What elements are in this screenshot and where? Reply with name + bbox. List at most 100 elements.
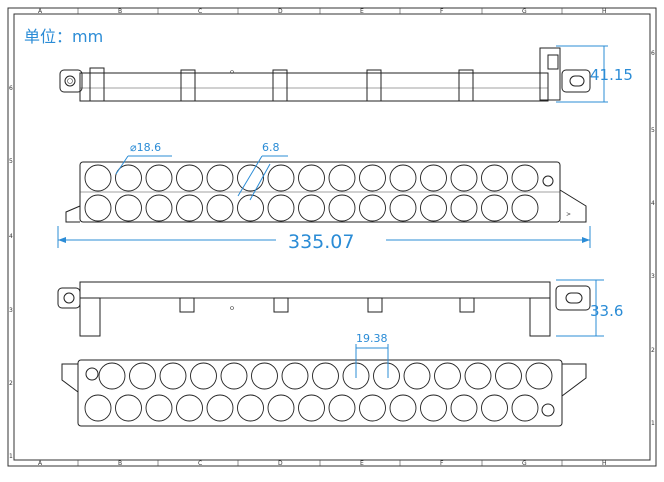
hole <box>84 394 112 422</box>
col-label: D <box>278 460 283 467</box>
row-label: 3 <box>651 273 655 280</box>
dim-label: 33.6 <box>590 302 623 320</box>
row-label: 4 <box>651 200 655 207</box>
col-label: B <box>118 460 122 467</box>
hole <box>176 194 203 222</box>
hole <box>237 164 264 192</box>
col-label: G <box>522 460 527 467</box>
dimension-41-15: 41.15 <box>556 45 633 103</box>
row-label: 3 <box>9 307 13 314</box>
row-label: 1 <box>651 420 655 427</box>
row-labels-right: 6 5 4 3 2 1 <box>651 50 655 427</box>
hole <box>237 194 264 222</box>
hole <box>389 194 417 222</box>
hole <box>145 394 173 422</box>
col-label: H <box>602 8 607 15</box>
row-label: 5 <box>651 127 655 134</box>
hole <box>495 362 522 390</box>
hole <box>389 394 417 422</box>
hole <box>328 194 356 222</box>
unit-label: 单位：mm <box>24 27 103 46</box>
hole <box>159 362 187 390</box>
col-label: C <box>198 8 202 15</box>
plan-hole-grid <box>84 164 539 222</box>
svg-text:>: > <box>566 211 571 218</box>
col-label: E <box>360 8 364 15</box>
dim-label: ⌀18.6 <box>130 141 161 154</box>
row-labels-left: 6 5 4 3 2 1 <box>9 85 13 460</box>
col-label: G <box>522 8 527 15</box>
view-bottom-holes <box>61 359 587 427</box>
hole <box>434 362 461 390</box>
column-dividers <box>77 8 563 466</box>
hole <box>359 194 386 222</box>
dim-label: 41.15 <box>590 66 633 84</box>
row-label: 4 <box>9 233 13 240</box>
dimension-19-38: 19.38 <box>355 332 389 378</box>
col-label: F <box>440 8 444 15</box>
hole <box>312 362 339 390</box>
hole <box>206 394 234 422</box>
dim-label: 19.38 <box>356 332 388 345</box>
col-label: A <box>38 460 43 467</box>
row-label: 6 <box>651 50 655 57</box>
hole <box>450 164 478 192</box>
view-bottom-side <box>57 281 591 337</box>
hole <box>298 194 325 222</box>
hole <box>298 164 325 192</box>
hole <box>373 362 400 390</box>
hole <box>145 164 173 192</box>
col-label: E <box>360 460 364 467</box>
column-labels-top: A B C D E F G H <box>38 8 607 15</box>
row-label: 2 <box>9 380 13 387</box>
hole <box>525 362 553 390</box>
hole <box>450 194 478 222</box>
dimension-33-6: 33.6 <box>556 279 623 337</box>
hole <box>511 194 539 222</box>
col-label: B <box>118 8 122 15</box>
hole <box>481 164 508 192</box>
hole <box>511 164 539 192</box>
hole <box>450 394 478 422</box>
col-label: C <box>198 460 202 467</box>
col-label: A <box>38 8 43 15</box>
hole <box>481 194 508 222</box>
hole <box>298 394 325 422</box>
hole <box>206 164 234 192</box>
row-label: 5 <box>9 158 13 165</box>
view-top-side <box>59 47 591 102</box>
hole <box>511 394 539 422</box>
hole <box>359 164 386 192</box>
dimension-6-8: 6.8 <box>237 141 288 201</box>
row-label: 2 <box>651 347 655 354</box>
hole <box>145 194 173 222</box>
col-label: H <box>602 460 607 467</box>
hole <box>176 164 203 192</box>
dimension-18-6: ⌀18.6 <box>115 141 172 175</box>
hole <box>267 194 295 222</box>
col-label: F <box>440 460 444 467</box>
hole <box>206 194 234 222</box>
hole <box>251 362 278 390</box>
hole <box>328 394 356 422</box>
hole <box>190 362 217 390</box>
dimension-335-07: 335.07 <box>57 226 591 253</box>
inner-frame <box>13 13 651 461</box>
hole <box>267 164 295 192</box>
hole <box>420 394 447 422</box>
row-label: 6 <box>9 85 13 92</box>
hole <box>420 194 447 222</box>
hole <box>359 394 386 422</box>
hole <box>389 164 417 192</box>
view-plan-holes: > <box>65 161 587 223</box>
hole <box>420 164 447 192</box>
hole <box>115 164 142 192</box>
hole <box>115 394 142 422</box>
outer-frame <box>7 7 657 467</box>
row-label: 1 <box>9 453 13 460</box>
bottom-hole-grid <box>84 362 553 422</box>
hole <box>481 394 508 422</box>
hole <box>267 394 295 422</box>
